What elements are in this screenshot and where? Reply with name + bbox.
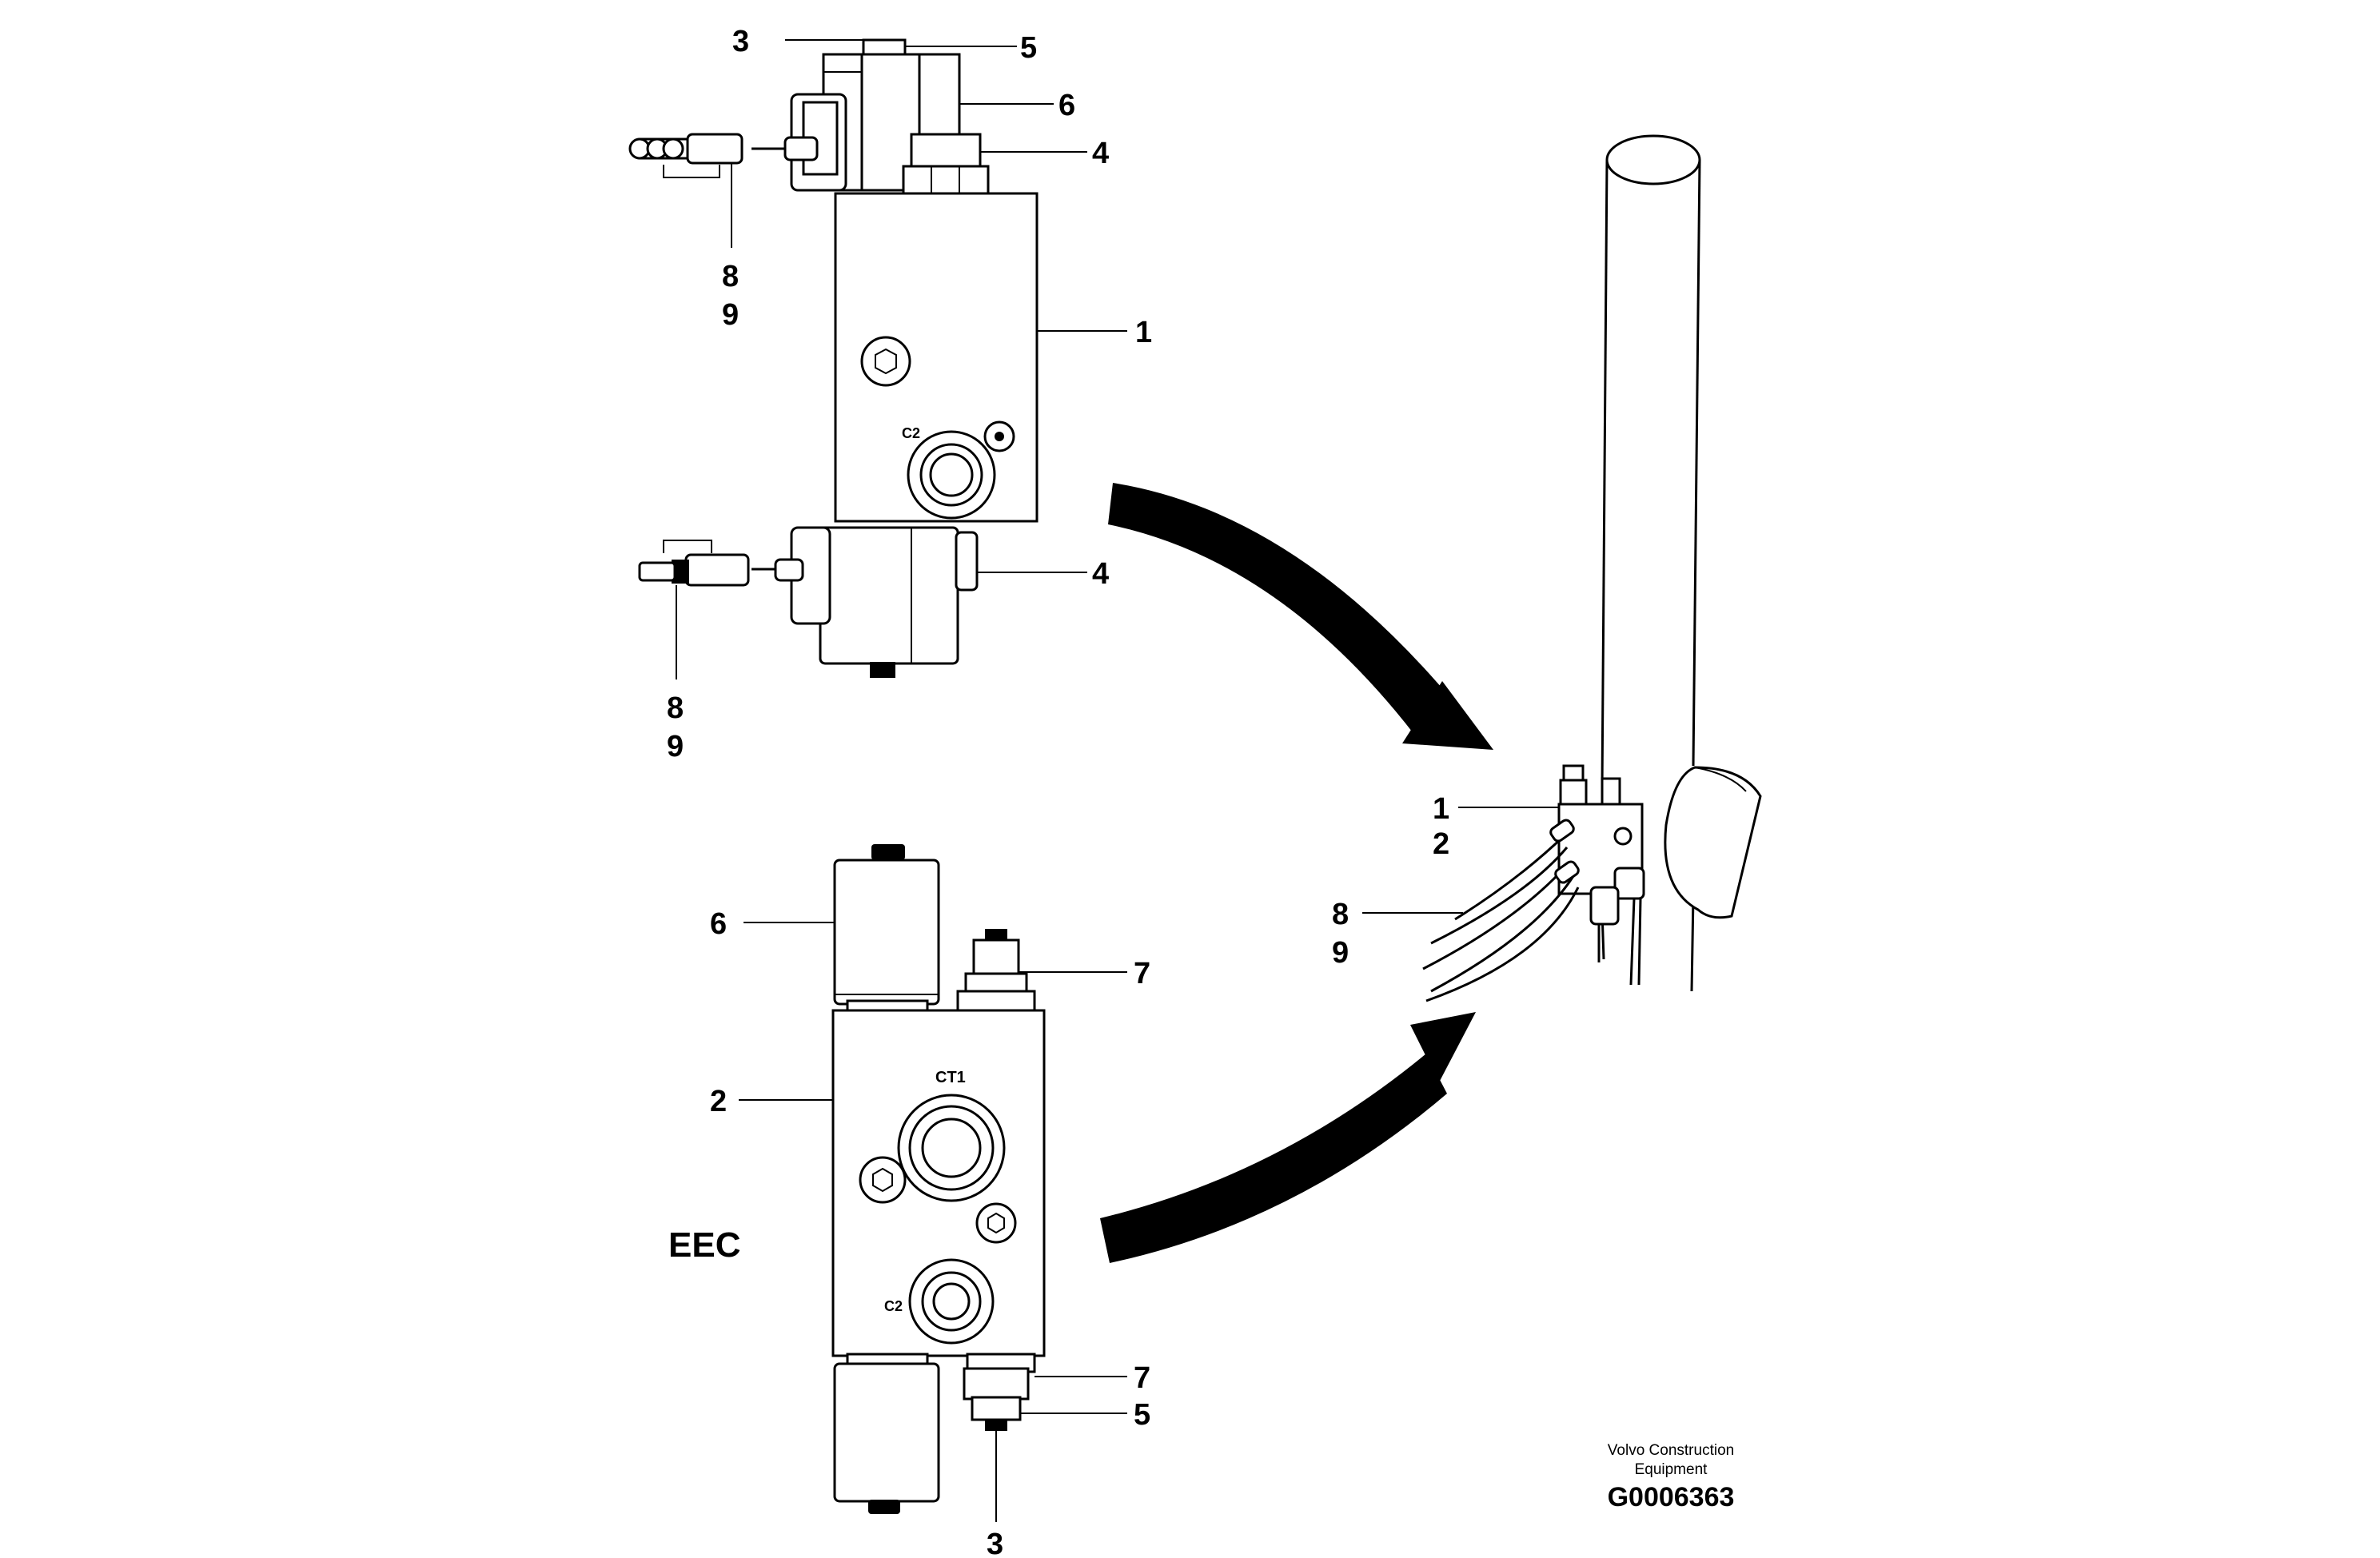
- callout-top-8b: 8: [667, 691, 684, 725]
- bottom-port-mark-c2: C2: [884, 1298, 903, 1314]
- callout-bottom-6: 6: [710, 907, 727, 941]
- top-hex-fitting: [902, 133, 990, 198]
- callout-assembly-9: 9: [1332, 936, 1349, 970]
- top-lower-wire-plug: [638, 540, 804, 587]
- bottom-lower-coil: [833, 1353, 940, 1514]
- callout-assembly-8: 8: [1332, 898, 1349, 931]
- callout-top-4a: 4: [1092, 137, 1109, 170]
- assembly-column: [1601, 134, 1701, 992]
- callout-top-8a: 8: [722, 260, 739, 293]
- credit-line-2: Equipment: [1635, 1461, 1708, 1478]
- callout-top-1: 1: [1135, 316, 1152, 349]
- variant-label: EEC: [668, 1225, 740, 1265]
- lower-direction-arrow: [1100, 1012, 1476, 1263]
- callout-bottom-5: 5: [1134, 1398, 1150, 1432]
- bottom-valve-body: [831, 1009, 1046, 1357]
- callout-bottom-3: 3: [987, 1528, 1003, 1558]
- top-valve-body: [834, 192, 1039, 523]
- callout-assembly-1: 1: [1433, 792, 1449, 826]
- machine-assembly-view: 1 2 8 9: [1332, 134, 1762, 1002]
- assembly-wiring-bundle: [1422, 819, 1580, 1002]
- bottom-valve-assembly: CT1 C2 6 7 2 7 5 3 EEC: [668, 844, 1150, 1558]
- credit-line-1: Volvo Construction: [1608, 1442, 1734, 1459]
- bottom-upper-coil: [833, 859, 940, 1014]
- callout-top-9a: 9: [722, 298, 739, 332]
- drawing-footer: Volvo Construction Equipment G0006363: [1608, 1442, 1735, 1512]
- drawing-id: G0006363: [1608, 1482, 1735, 1512]
- upper-direction-arrow: [1108, 483, 1493, 750]
- top-valve-assembly: C2: [628, 25, 1152, 763]
- assembly-bracket: [1664, 766, 1762, 919]
- top-port-mark-c2: C2: [902, 425, 920, 441]
- top-upper-wire-plug: [628, 133, 819, 178]
- callout-bottom-7a: 7: [1134, 957, 1150, 990]
- top-lower-solenoid-coil: [790, 526, 979, 678]
- bottom-port-mark-ct1: CT1: [935, 1069, 966, 1086]
- bottom-top-cap: [871, 844, 905, 860]
- callout-top-6: 6: [1058, 89, 1075, 122]
- callout-bottom-7b: 7: [1134, 1361, 1150, 1395]
- callout-top-3: 3: [732, 25, 749, 58]
- callout-top-9b: 9: [667, 730, 684, 763]
- bottom-lower-fitting: [963, 1353, 1036, 1431]
- callout-assembly-2: 2: [1433, 827, 1449, 861]
- callout-bottom-2: 2: [710, 1085, 727, 1118]
- callout-top-4b: 4: [1092, 557, 1109, 591]
- callout-top-5: 5: [1020, 31, 1037, 65]
- bottom-relief-fitting-top: [956, 929, 1036, 1012]
